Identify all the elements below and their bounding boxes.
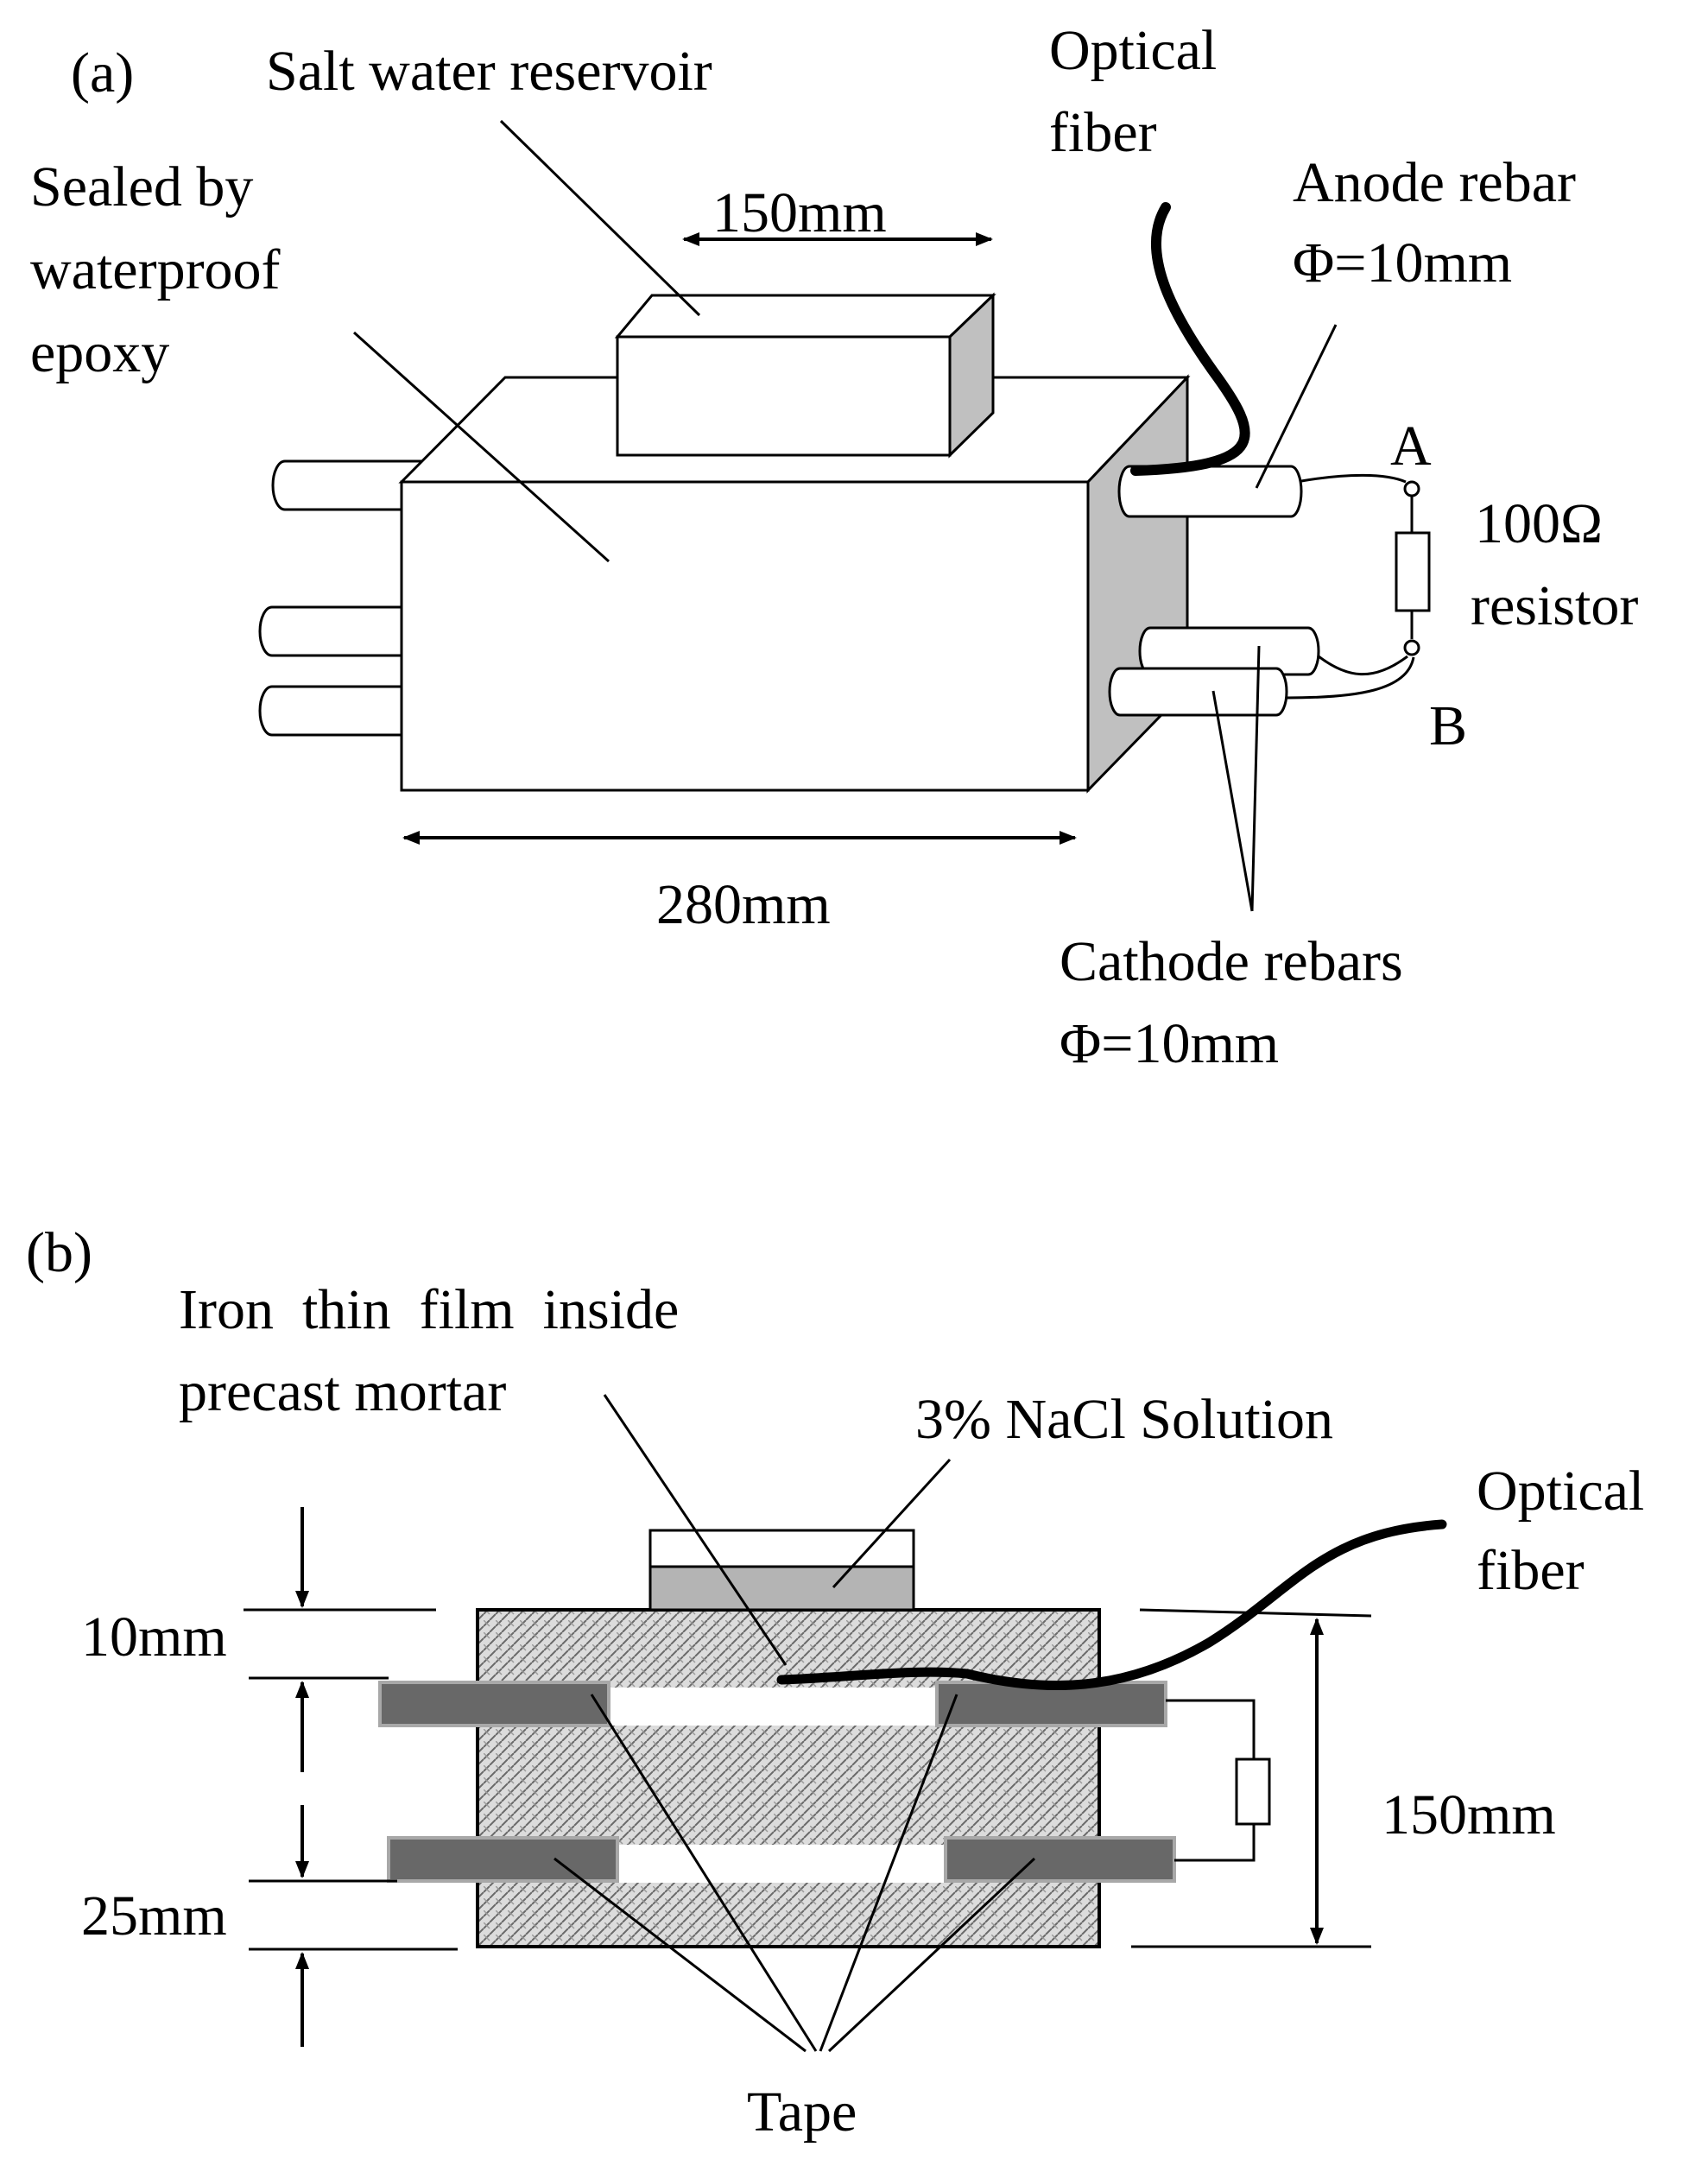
sealed-label-line1: Sealed by — [30, 155, 253, 218]
height-label: 150mm — [1382, 1783, 1556, 1846]
nacl-solution — [648, 1565, 915, 1612]
salt-water-reservoir — [614, 292, 996, 459]
extension-lines — [244, 1608, 1372, 1951]
leader-tape-1 — [590, 1694, 818, 2052]
left-rebar-bottom — [258, 685, 406, 737]
leader-tape-3 — [554, 1857, 807, 2053]
wire-anode-to-a — [1300, 473, 1407, 484]
reservoir-label: Salt water reservoir — [266, 40, 712, 103]
cathode-label-line1: Cathode rebars — [1060, 930, 1403, 993]
node-a-label: A — [1390, 415, 1432, 478]
cathode-rebar-upper — [1138, 626, 1320, 676]
tape-upper-left — [378, 1681, 610, 1727]
cover-top-label: 10mm — [81, 1606, 227, 1669]
leader-solution — [832, 1458, 952, 1589]
cathode-label-line2: Φ=10mm — [1060, 1012, 1279, 1075]
external-circuit — [1286, 473, 1431, 700]
spacing-label: 25mm — [81, 1884, 227, 1948]
leader-film — [603, 1394, 788, 1666]
sealed-label-line3: epoxy — [30, 321, 169, 384]
channel-upper — [609, 1688, 937, 1726]
film-label-line1: Iron thin film inside — [179, 1278, 679, 1341]
box-length-label: 280mm — [656, 873, 831, 936]
panel-b-tag: (b) — [26, 1221, 92, 1284]
dimension-arrows-b — [295, 1507, 1324, 2047]
optical-fiber-b-line1: Optical — [1477, 1460, 1644, 1523]
solution-label: 3% NaCl Solution — [915, 1388, 1333, 1451]
optical-fiber-b-line2: fiber — [1477, 1539, 1585, 1602]
panel-a: (a) — [30, 19, 1638, 1075]
optical-fiber-cable-a — [1130, 202, 1250, 476]
external-circuit-b — [1166, 1699, 1271, 1862]
node-b-terminal — [1403, 639, 1420, 656]
resistor-symbol-b — [1235, 1758, 1271, 1826]
tape-label: Tape — [747, 2080, 857, 2144]
sealed-label-line2: waterproof — [30, 238, 281, 301]
reservoir-width-label: 150mm — [712, 181, 887, 244]
reservoir-top — [614, 294, 996, 339]
film-label-line2: precast mortar — [179, 1360, 506, 1423]
optical-fiber-a-line2: fiber — [1049, 101, 1157, 164]
left-rebar-middle — [258, 605, 406, 657]
leader-tape-4 — [827, 1857, 1036, 2053]
leader-tape-2 — [819, 1694, 958, 2052]
panel-a-tag: (a) — [71, 41, 134, 104]
rebar-channels — [609, 1688, 946, 1883]
leader-sealed — [352, 331, 610, 563]
mortar-block — [476, 1608, 1101, 1948]
wire-b-to-cathode-upper — [1318, 655, 1408, 676]
resistor-symbol — [1395, 531, 1431, 612]
ext-top-right — [1139, 1608, 1372, 1618]
panel-b: (b) — [26, 1221, 1644, 2144]
optical-fiber-a-line1: Optical — [1049, 19, 1217, 82]
node-a-terminal — [1403, 480, 1420, 497]
right-rebars — [1108, 465, 1320, 717]
tape-lower-right — [944, 1836, 1176, 1883]
leader-lines-a — [352, 119, 1338, 912]
box-front-face — [400, 480, 1090, 792]
nacl-container-top — [648, 1529, 915, 1568]
resistor-label-line2: resistor — [1471, 574, 1638, 637]
wire-b-to-cathode-lower — [1286, 656, 1415, 700]
wire-resistor-to-lower — [1174, 1824, 1256, 1862]
left-rebars — [258, 459, 432, 737]
cathode-rebar-lower — [1108, 667, 1288, 717]
anode-rebar — [1117, 465, 1303, 518]
anode-label-line2: Φ=10mm — [1293, 231, 1512, 294]
leader-anode — [1255, 324, 1338, 489]
tape-lower-left — [387, 1836, 619, 1883]
reservoir-front — [616, 335, 952, 457]
wire-upper-to-resistor — [1166, 1699, 1256, 1759]
node-b-label: B — [1429, 694, 1467, 757]
leader-reservoir — [499, 119, 701, 317]
leader-cathode-upper — [1250, 645, 1261, 912]
anode-label-line1: Anode rebar — [1293, 151, 1576, 214]
leader-lines-b — [554, 1394, 1036, 2053]
left-rebar-top — [271, 459, 432, 511]
optical-fiber-cable-b — [776, 1519, 1447, 1691]
leader-cathode-lower — [1211, 690, 1254, 912]
resistor-label-line1: 100Ω — [1475, 492, 1603, 555]
